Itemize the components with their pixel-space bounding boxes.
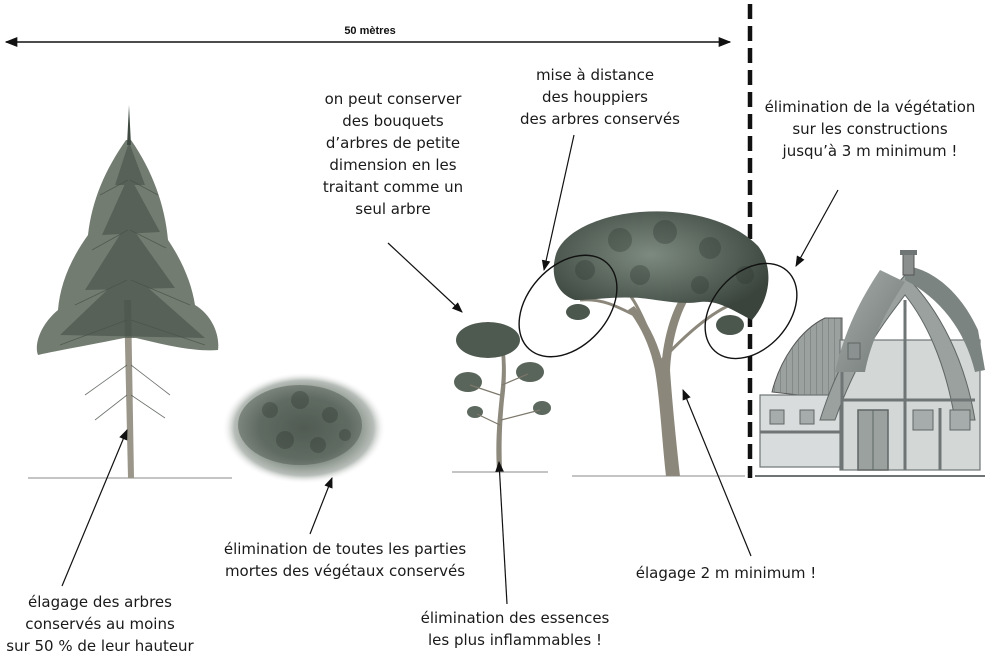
arrow-essences: [495, 460, 508, 605]
label-line: les plus inflammables !: [427, 631, 602, 649]
arrow-houppiers: [541, 134, 575, 272]
arrow-vegetation-constructions: [795, 189, 839, 267]
tall-pine-tree: [36, 105, 219, 478]
label-line: sur 50 % de leur hauteur: [6, 637, 194, 655]
label-vegetation-constructions: élimination de la végétation sur les con…: [755, 96, 985, 162]
label-line: mise à distance: [535, 66, 655, 84]
canopy-distance-ellipse-left: [518, 254, 618, 358]
label-line: élimination des essences: [420, 609, 610, 627]
label-line: des houppiers: [542, 88, 648, 106]
arrow-parties-mortes: [309, 476, 333, 535]
label-line: élagage des arbres: [28, 593, 172, 611]
umbrella-pine-tree: [553, 211, 769, 476]
label-elagage-arbres: élagage des arbres conservés au moins su…: [0, 591, 200, 657]
label-houppiers: mise à distance des houppiers des arbres…: [520, 64, 680, 130]
label-line: on peut conserver: [324, 90, 462, 108]
label-line: élimination de toutes les parties: [223, 540, 467, 558]
label-parties-mortes: élimination de toutes les parties mortes…: [200, 538, 490, 582]
label-line: élimination de la végétation: [764, 98, 976, 116]
label-line: conservés au moins: [25, 615, 175, 633]
arrow-elagage-2m: [682, 389, 752, 557]
label-line: sur les constructions: [792, 120, 948, 138]
small-pine-tree: [454, 322, 551, 470]
label-line: élagage 2 m minimum !: [635, 564, 817, 582]
label-conserve-bouquets: on peut conserver des bouquets d’arbres …: [318, 88, 468, 220]
label-line: jusqu’à 3 m minimum !: [782, 142, 958, 160]
arrow-elagage-arbres: [61, 429, 128, 587]
bush: [222, 372, 386, 484]
label-line: traitant comme un: [322, 178, 464, 196]
arrow-bouquets: [387, 242, 463, 313]
house: [755, 250, 985, 477]
label-line: d’arbres de petite: [325, 134, 461, 152]
canopy-distance-ellipse-right: [704, 262, 798, 360]
label-line: des bouquets: [342, 112, 444, 130]
label-line: des arbres conservés: [520, 110, 680, 128]
label-line: dimension en les: [329, 156, 457, 174]
label-line: mortes des végétaux conservés: [224, 562, 466, 580]
label-elagage-2m: élagage 2 m minimum !: [626, 562, 826, 584]
distance-label: 50 mètres: [344, 25, 396, 37]
annotation-arrows: [61, 134, 839, 605]
label-line: seul arbre: [355, 200, 431, 218]
label-essences: élimination des essences les plus inflam…: [420, 607, 610, 651]
